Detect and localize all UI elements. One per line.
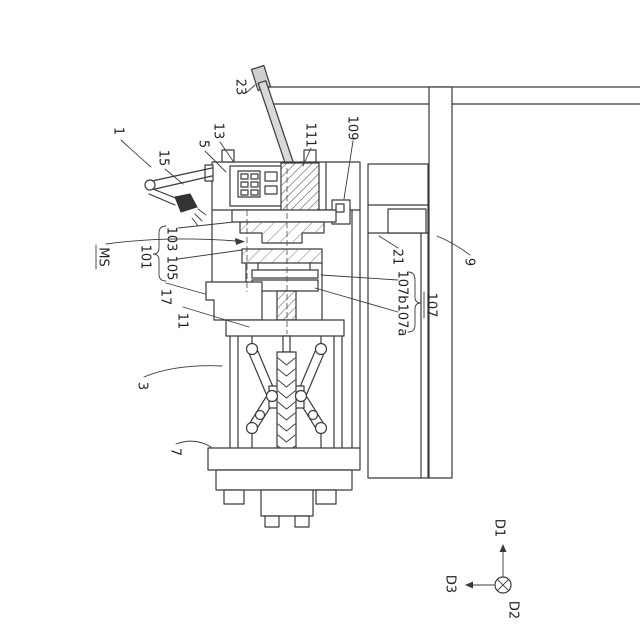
base-center-block xyxy=(260,489,314,517)
leader-ms xyxy=(105,238,237,245)
leader-3 xyxy=(143,365,223,378)
leader-15 xyxy=(164,168,184,185)
stand-inner-block xyxy=(387,208,427,234)
screw-stem xyxy=(282,335,291,353)
base-foot xyxy=(223,489,245,505)
base-plate-upper xyxy=(207,447,361,471)
label-17: 17 xyxy=(157,289,172,306)
arm-mount xyxy=(204,164,214,182)
label-3: 3 xyxy=(134,382,149,390)
label-107b: 107b xyxy=(394,270,409,303)
leader-13 xyxy=(219,141,234,162)
label-107: 107 xyxy=(423,293,438,318)
axis-into-page-icon xyxy=(494,576,512,594)
ejector-assembly xyxy=(251,262,319,321)
leader-111 xyxy=(302,147,312,167)
label-23: 23 xyxy=(232,79,247,96)
rod-shaft xyxy=(257,80,296,170)
arm-joint xyxy=(144,179,156,191)
label-9: 9 xyxy=(461,258,476,266)
base-foot xyxy=(264,515,280,528)
reference-labels: 1 13 5 15 23 111 109 MS 101 103 105 17 1… xyxy=(95,79,476,456)
leader-107b xyxy=(320,274,399,281)
label-d2: D2 xyxy=(505,601,520,619)
toggle-pin xyxy=(254,409,266,421)
panel-button xyxy=(264,185,278,195)
machine-body xyxy=(144,149,361,528)
leader-1 xyxy=(120,139,152,168)
axis-d3-arrowhead xyxy=(465,581,473,589)
brace-107-group xyxy=(407,271,422,333)
label-d3: D3 xyxy=(442,575,457,593)
toggle-pin xyxy=(314,342,328,356)
leader-103 xyxy=(177,221,235,229)
label-ms: MS xyxy=(95,247,110,266)
spray-nozzle xyxy=(174,193,198,213)
frame-rails xyxy=(265,86,640,479)
label-7: 7 xyxy=(167,448,182,456)
leader-11 xyxy=(182,306,250,328)
toggle-pin xyxy=(294,389,308,403)
axis-d1-arrowhead xyxy=(499,544,507,552)
frame-column xyxy=(428,86,453,479)
leader-107a xyxy=(314,287,399,313)
base-foot xyxy=(315,489,337,505)
axis-indicator: D1 D3 D2 xyxy=(442,519,520,619)
leader-105 xyxy=(177,249,243,260)
label-5: 5 xyxy=(195,140,210,148)
toggle-pin xyxy=(265,389,279,403)
leader-5 xyxy=(204,150,227,173)
base-plate-lower xyxy=(215,469,353,491)
leader-109 xyxy=(343,140,354,200)
base-foot xyxy=(294,515,310,528)
side-block xyxy=(205,281,263,321)
clamp-plate xyxy=(231,209,337,223)
ejector-rod-block xyxy=(276,290,297,321)
moving-platen xyxy=(225,319,345,337)
toggle-pin xyxy=(245,342,259,356)
leader-lines xyxy=(95,84,471,448)
label-11: 11 xyxy=(174,313,189,330)
label-103: 103 xyxy=(163,227,178,252)
top-bolt xyxy=(221,149,235,163)
toggle-pin xyxy=(245,421,259,435)
machine-base xyxy=(207,447,361,528)
tie-bars xyxy=(229,335,343,449)
injection-rod xyxy=(250,64,296,170)
toggle-mechanism xyxy=(245,335,328,456)
center-lines xyxy=(246,168,288,334)
label-13: 13 xyxy=(210,123,225,140)
panel-button xyxy=(264,171,278,182)
machine-stand xyxy=(367,163,429,479)
brace-101-group xyxy=(152,225,167,282)
leader-9 xyxy=(436,235,471,256)
leader-ms-arrowhead xyxy=(235,238,245,245)
mold-assembly xyxy=(231,209,337,321)
control-panel xyxy=(229,165,283,207)
ejector-plate-upper xyxy=(251,269,319,279)
label-21: 21 xyxy=(389,249,404,266)
label-109: 109 xyxy=(344,116,359,141)
toggle-pin xyxy=(314,421,328,435)
leader-21 xyxy=(378,235,399,249)
spray-arm xyxy=(144,164,214,227)
label-1: 1 xyxy=(110,127,125,135)
leader-17 xyxy=(165,282,206,295)
label-111: 111 xyxy=(302,123,317,148)
label-107a: 107a xyxy=(394,304,409,337)
toggle-pin xyxy=(307,409,319,421)
leader-23 xyxy=(245,84,256,94)
label-d1: D1 xyxy=(491,519,506,537)
label-15: 15 xyxy=(155,150,170,167)
label-105: 105 xyxy=(163,256,178,281)
label-101: 101 xyxy=(137,245,152,270)
leader-7 xyxy=(175,440,212,448)
